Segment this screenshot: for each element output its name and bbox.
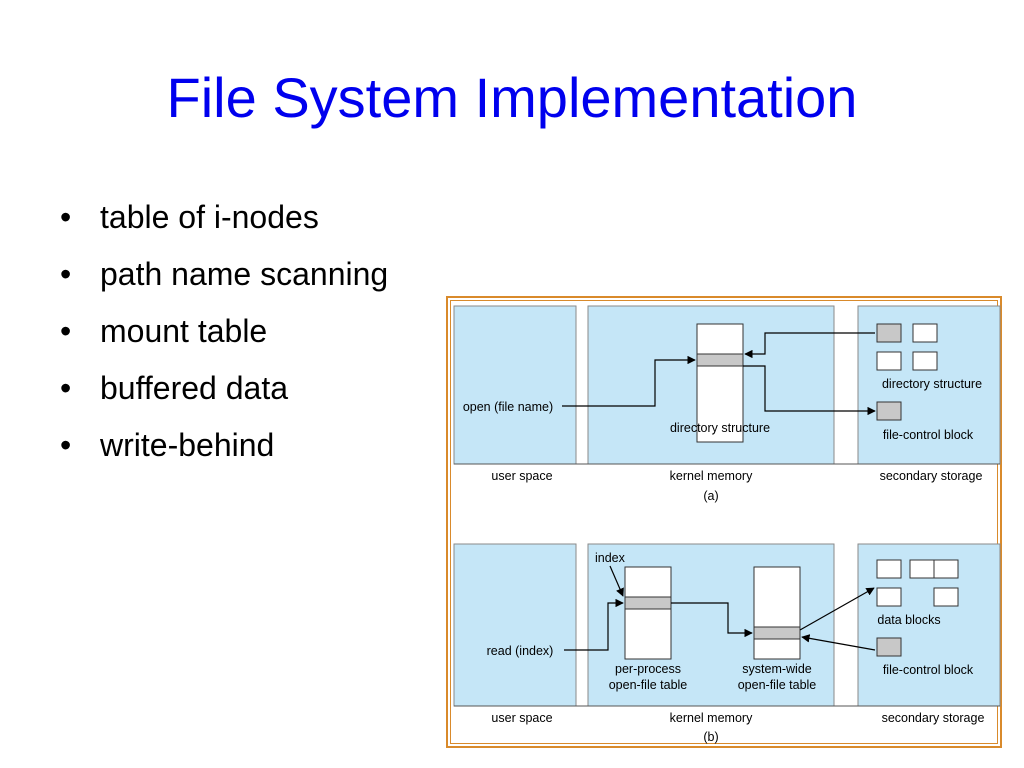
- arrow-open-to-directory: [562, 355, 696, 407]
- panel-b: index per-process open-file table system…: [453, 543, 1001, 744]
- bullet-item: • buffered data: [60, 360, 388, 417]
- file-system-figure: directory structure directory structure …: [446, 296, 1002, 748]
- data-block: [933, 559, 959, 579]
- data-block: [876, 559, 902, 579]
- data-block: [933, 587, 959, 607]
- storage-block: [876, 351, 902, 371]
- bullet-text: buffered data: [100, 370, 289, 406]
- bullet-dot: •: [60, 199, 72, 235]
- storage-block: [912, 351, 938, 371]
- call-label: open (file name): [463, 400, 553, 414]
- kernel-memory-label: kernel memory: [670, 711, 753, 725]
- panel-a: directory structure directory structure …: [453, 305, 1001, 503]
- secondary-storage-label: secondary storage: [880, 469, 983, 483]
- kernel-memory-label: kernel memory: [670, 469, 753, 483]
- bullet-text: table of i-nodes: [100, 199, 319, 235]
- slide-title: File System Implementation: [166, 66, 858, 129]
- system-wide-table: [753, 566, 801, 660]
- per-process-label: per-process: [615, 662, 681, 676]
- storage-data-label: data blocks: [877, 613, 940, 627]
- system-wide-label: open-file table: [738, 678, 817, 692]
- storage-fcb-label: file-control block: [883, 663, 974, 677]
- user-space-label: user space: [491, 469, 552, 483]
- bullet-item: • mount table: [60, 303, 388, 360]
- bullet-text: path name scanning: [100, 256, 389, 292]
- system-wide-label: system-wide: [742, 662, 812, 676]
- call-label: read (index): [487, 644, 554, 658]
- storage-fcb-label: file-control block: [883, 428, 974, 442]
- bullet-item: • path name scanning: [60, 246, 388, 303]
- storage-block-shaded: [876, 323, 902, 343]
- bullet-dot: •: [60, 370, 72, 406]
- fcb-block: [876, 637, 902, 657]
- directory-table: [696, 323, 744, 443]
- system-wide-slot: [753, 626, 801, 640]
- bullet-dot: •: [60, 256, 72, 292]
- arrow-directory-to-fcb: [743, 365, 876, 416]
- index-pointer: [609, 565, 624, 597]
- user-space-region: [453, 543, 577, 707]
- index-label: index: [595, 551, 626, 565]
- arrow-storage-to-directory: [744, 332, 875, 359]
- arrow-fcb-to-system: [801, 634, 876, 651]
- bullet-list: • table of i-nodes • path name scanning • m…: [60, 189, 388, 474]
- bullet-item: • table of i-nodes: [60, 189, 388, 246]
- bullet-dot: •: [60, 427, 72, 463]
- bullet-item: • write-behind: [60, 417, 388, 474]
- bullet-text: mount table: [100, 313, 268, 349]
- per-process-table: [624, 566, 672, 660]
- per-process-slot: [624, 596, 672, 610]
- arrow-system-to-data: [799, 587, 875, 631]
- kernel-table-label: directory structure: [670, 421, 770, 435]
- fcb-block: [876, 401, 902, 421]
- storage-dir-label: directory structure: [882, 377, 982, 391]
- file-system-diagram: directory structure directory structure …: [453, 305, 1001, 744]
- storage-block: [912, 323, 938, 343]
- user-space-region: [453, 305, 577, 465]
- bullet-dot: •: [60, 313, 72, 349]
- panel-a-caption: (a): [703, 489, 718, 503]
- arrow-read-to-table: [564, 598, 624, 651]
- per-process-label: open-file table: [609, 678, 688, 692]
- secondary-storage-label: secondary storage: [882, 711, 985, 725]
- data-block: [876, 587, 902, 607]
- user-space-label: user space: [491, 711, 552, 725]
- bullet-text: write-behind: [100, 427, 275, 463]
- directory-table-slot: [696, 353, 744, 367]
- data-block: [909, 559, 935, 579]
- arrow-per-process-to-system: [671, 602, 753, 638]
- panel-b-caption: (b): [703, 730, 718, 744]
